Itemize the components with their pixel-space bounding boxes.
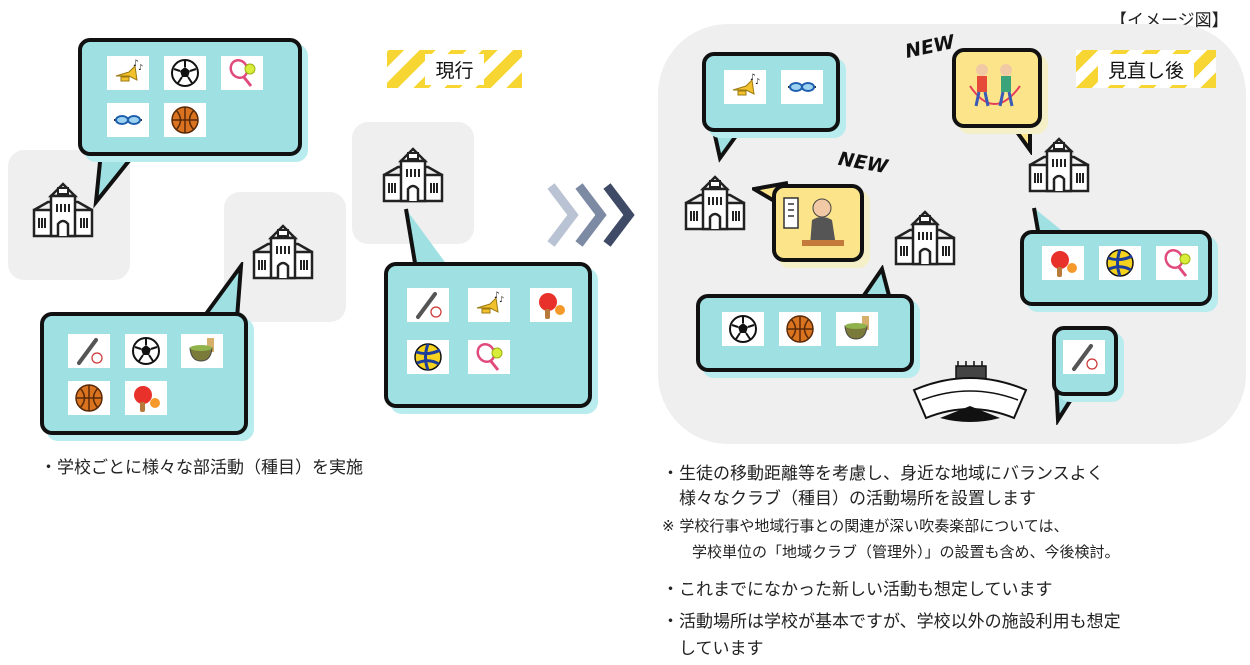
baseball-bat-icon: [407, 288, 449, 322]
table-tennis-icon: [125, 381, 167, 415]
trumpet-icon: [468, 288, 510, 322]
activity-bubble: [40, 312, 248, 435]
current-tag-label: 現行: [425, 53, 484, 85]
bubble-tail: [201, 262, 244, 320]
swim-goggles-icon: [781, 70, 823, 104]
baseball-bat-icon: [1063, 340, 1105, 374]
school-icon: [680, 173, 750, 237]
tennis-racket-icon: [468, 340, 510, 374]
table-tennis-icon: [530, 288, 572, 322]
swim-goggles-icon: [107, 103, 149, 137]
school-icon: [1024, 135, 1094, 199]
basketball-icon: [68, 381, 110, 415]
school-icon: [378, 145, 448, 209]
stadium-icon: [912, 361, 1028, 422]
rakugo-performer-icon: [783, 197, 844, 246]
soccer-ball-icon: [125, 334, 167, 368]
tea-bowl-icon: [836, 312, 878, 346]
table-tennis-icon: [1042, 246, 1084, 280]
school-icon: [248, 222, 318, 286]
school-icon: [28, 180, 98, 244]
footnote: ※ 学校行事や地域行事との関連が深い吹奏楽部については、: [662, 517, 1069, 535]
tennis-racket-icon: [221, 56, 263, 90]
soccer-ball-icon: [722, 312, 764, 346]
right-note: しています: [662, 639, 764, 659]
tennis-racket-icon: [1156, 246, 1198, 280]
trumpet-icon: [724, 70, 766, 104]
soccer-ball-icon: [164, 56, 206, 90]
volleyball-icon: [407, 340, 449, 374]
basketball-icon: [779, 312, 821, 346]
revised-tag: 見直し後: [1076, 50, 1216, 88]
activity-bubble: [384, 262, 592, 408]
footnote: 学校単位の「地域クラブ（管理外）」の設置も含め、今後検討。: [662, 543, 1120, 561]
new-activity-bubble: [952, 48, 1042, 128]
right-note: 様々なクラブ（種目）の活動場所を設置します: [662, 489, 1036, 509]
trumpet-icon: [107, 56, 149, 90]
volleyball-icon: [1099, 246, 1141, 280]
right-note: ・活動場所は学校が基本ですが、学校以外の施設利用も想定: [662, 612, 1121, 632]
right-note: ・これまでになかった新しい活動も想定しています: [662, 580, 1053, 600]
tea-bowl-icon: [181, 334, 223, 368]
bubble-tail: [93, 140, 146, 209]
jump-rope-icon: [969, 64, 1021, 107]
left-note: ・学校ごとに様々な部活動（種目）を実施: [40, 458, 363, 478]
baseball-bat-icon: [68, 334, 110, 368]
basketball-icon: [164, 103, 206, 137]
transition-arrow-icon: [547, 183, 635, 247]
current-tag: 現行: [387, 50, 522, 88]
school-icon: [890, 208, 960, 272]
right-note: ・生徒の移動距離等を考慮し、身近な地域にバランスよく: [662, 464, 1104, 484]
revised-tag-label: 見直し後: [1097, 53, 1194, 85]
